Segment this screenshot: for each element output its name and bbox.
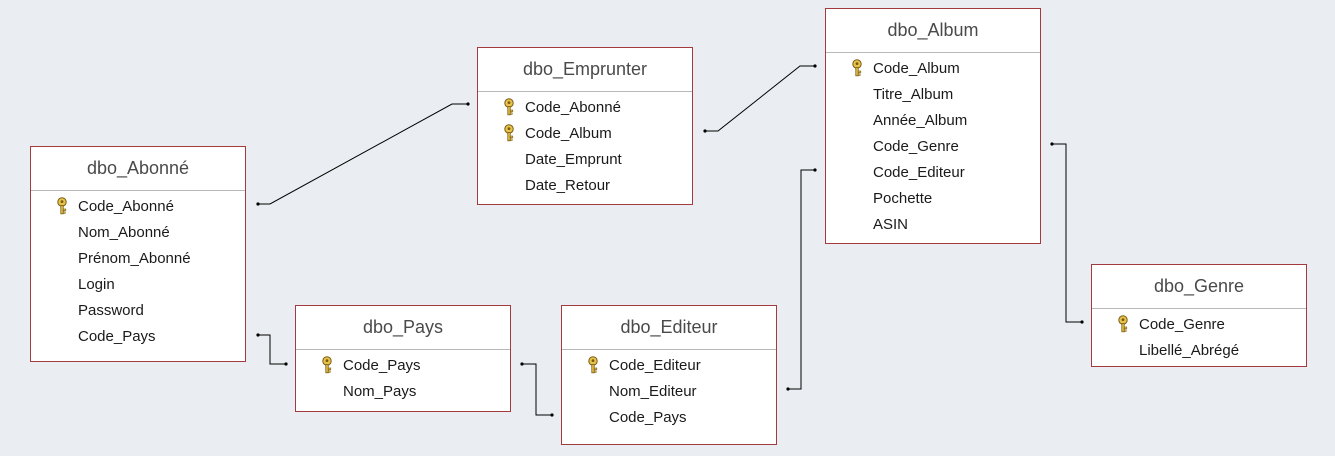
field-label: Code_Genre xyxy=(873,138,959,155)
field-nom-abonne[interactable]: Nom_Abonné xyxy=(31,220,245,246)
field-label: Titre_Album xyxy=(873,86,954,103)
field-date-retour[interactable]: Date_Retour xyxy=(478,173,692,199)
relationship-editeur-album[interactable] xyxy=(786,168,817,391)
table-title: dbo_Abonné xyxy=(31,147,245,191)
field-label: Code_Abonné xyxy=(78,198,174,215)
field-password[interactable]: Password xyxy=(31,298,245,324)
field-nom-editeur[interactable]: Nom_Editeur xyxy=(562,379,776,405)
field-label: Année_Album xyxy=(873,112,968,129)
primary-key-icon xyxy=(320,356,334,374)
table-title: dbo_Album xyxy=(826,9,1040,53)
relationship-pays-editeur[interactable] xyxy=(520,362,554,417)
field-label: Code_Album xyxy=(525,125,612,142)
table-title: dbo_Editeur xyxy=(562,306,776,350)
field-annee-album[interactable]: Année_Album xyxy=(826,108,1040,134)
primary-key-icon xyxy=(1116,315,1130,333)
field-label: Code_Pays xyxy=(78,328,156,345)
field-label: Code_Pays xyxy=(343,357,421,374)
field-prenom-abonne[interactable]: Prénom_Abonné xyxy=(31,246,245,272)
primary-key-icon xyxy=(502,124,516,142)
table-title: dbo_Pays xyxy=(296,306,510,350)
field-code-abonne[interactable]: Code_Abonné xyxy=(31,194,245,220)
field-label: Code_Editeur xyxy=(873,164,965,181)
field-code-editeur[interactable]: Code_Editeur xyxy=(562,353,776,379)
table-abonne[interactable]: dbo_Abonné Code_Abonné Nom_Abonné Prénom… xyxy=(30,146,246,362)
field-label: Code_Editeur xyxy=(609,357,701,374)
field-label: Nom_Editeur xyxy=(609,383,697,400)
field-label: Nom_Pays xyxy=(343,383,417,400)
primary-key-icon xyxy=(55,197,69,215)
field-label: Login xyxy=(78,276,115,293)
field-libelle-abrege[interactable]: Libellé_Abrégé xyxy=(1092,338,1306,364)
primary-key-icon xyxy=(586,356,600,374)
table-genre[interactable]: dbo_Genre Code_Genre Libellé_Abrégé xyxy=(1091,264,1307,367)
field-code-editeur[interactable]: Code_Editeur xyxy=(826,160,1040,186)
relationship-abonne-emprunter[interactable] xyxy=(256,102,470,206)
relationship-album-genre[interactable] xyxy=(1050,142,1084,324)
field-label: Nom_Abonné xyxy=(78,224,170,241)
field-code-pays[interactable]: Code_Pays xyxy=(296,353,510,379)
field-pochette[interactable]: Pochette xyxy=(826,186,1040,212)
table-title: dbo_Genre xyxy=(1092,265,1306,309)
field-code-album[interactable]: Code_Album xyxy=(826,56,1040,82)
field-asin[interactable]: ASIN xyxy=(826,212,1040,238)
field-code-abonne[interactable]: Code_Abonné xyxy=(478,95,692,121)
primary-key-icon xyxy=(502,98,516,116)
field-code-pays[interactable]: Code_Pays xyxy=(31,324,245,350)
field-code-genre[interactable]: Code_Genre xyxy=(1092,312,1306,338)
field-code-album[interactable]: Code_Album xyxy=(478,121,692,147)
field-label: Pochette xyxy=(873,190,933,207)
field-label: Prénom_Abonné xyxy=(78,250,191,267)
field-label: Libellé_Abrégé xyxy=(1139,342,1240,359)
field-code-pays[interactable]: Code_Pays xyxy=(562,405,776,431)
primary-key-icon xyxy=(850,59,864,77)
table-title: dbo_Emprunter xyxy=(478,48,692,92)
relationship-abonne-pays[interactable] xyxy=(256,333,288,366)
table-editeur[interactable]: dbo_Editeur Code_Editeur Nom_Editeur Cod… xyxy=(561,305,777,445)
field-label: Code_Abonné xyxy=(525,99,621,116)
table-pays[interactable]: dbo_Pays Code_Pays Nom_Pays xyxy=(295,305,511,412)
field-login[interactable]: Login xyxy=(31,272,245,298)
field-label: Date_Retour xyxy=(525,177,611,194)
field-label: Password xyxy=(78,302,144,319)
table-album[interactable]: dbo_Album Code_Album Titre_Album Année_A… xyxy=(825,8,1041,244)
field-label: Code_Album xyxy=(873,60,960,77)
field-label: Date_Emprunt xyxy=(525,151,622,168)
relationship-emprunter-album[interactable] xyxy=(703,64,817,133)
field-label: Code_Genre xyxy=(1139,316,1225,333)
field-label: Code_Pays xyxy=(609,409,687,426)
table-emprunter[interactable]: dbo_Emprunter Code_Abonné Code_Album Dat… xyxy=(477,47,693,205)
field-date-emprunt[interactable]: Date_Emprunt xyxy=(478,147,692,173)
field-nom-pays[interactable]: Nom_Pays xyxy=(296,379,510,405)
field-label: ASIN xyxy=(873,216,909,233)
field-code-genre[interactable]: Code_Genre xyxy=(826,134,1040,160)
field-titre-album[interactable]: Titre_Album xyxy=(826,82,1040,108)
